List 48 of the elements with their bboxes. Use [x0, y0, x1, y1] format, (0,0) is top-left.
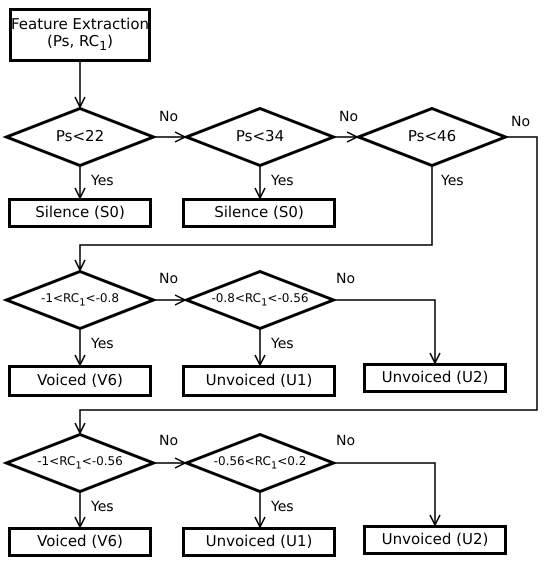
- arrow: [335, 462, 441, 526]
- process-box: [9, 8, 151, 62]
- step-text: Unvoiced (U2): [382, 531, 488, 549]
- arrow: [335, 131, 358, 143]
- step-text: Silence (S0): [35, 204, 125, 222]
- condition-text: -1<RC$_{1}$<-0.8: [41, 292, 119, 308]
- decision-diamond: [185, 107, 335, 167]
- condition-text: -0.56<RC$_{1}$<0.2: [214, 454, 306, 472]
- process-box: [363, 363, 507, 393]
- arrow: [74, 493, 86, 528]
- step-text: Feature Extraction: [10, 16, 150, 34]
- decision-diamond: [185, 433, 335, 493]
- decision-diamond: [5, 433, 155, 493]
- step-text: Voiced (V6): [37, 533, 123, 551]
- decision-diamond: [5, 107, 155, 167]
- process-box: [363, 525, 507, 555]
- arrow: [74, 167, 433, 271]
- arrow: [74, 330, 86, 366]
- process-box: [182, 527, 336, 557]
- arrow: [335, 299, 441, 364]
- step-text: Silence (S0): [214, 204, 304, 222]
- condition-text: Ps<22: [56, 128, 104, 146]
- process-box: [182, 365, 336, 397]
- arrow: [155, 294, 186, 306]
- condition-text: -1<RC$_{1}$<-0.56: [37, 454, 123, 472]
- step-text: Unvoiced (U2): [382, 369, 488, 387]
- process-box: [8, 365, 152, 397]
- condition-text: Ps<46: [408, 128, 456, 146]
- step-text: (Ps, RC$_{1}$): [47, 33, 113, 54]
- decision-diamond: [5, 270, 155, 330]
- arrow: [254, 493, 266, 528]
- step-text: Unvoiced (U1): [206, 533, 312, 551]
- process-box: [8, 198, 152, 228]
- step-text: Voiced (V6): [37, 372, 123, 390]
- arrow: [74, 167, 86, 199]
- process-box: [8, 527, 152, 557]
- decision-diamond: [357, 107, 507, 167]
- step-text: Unvoiced (U1): [206, 372, 312, 390]
- arrow: [74, 136, 538, 434]
- arrow: [155, 131, 186, 143]
- condition-text: -0.8<RC$_{1}$<-0.56: [211, 292, 309, 308]
- arrow: [254, 330, 266, 366]
- decision-diamond: [185, 270, 335, 330]
- condition-text: Ps<34: [236, 128, 284, 146]
- process-box: [182, 198, 336, 228]
- arrow: [155, 457, 186, 469]
- arrow: [74, 62, 86, 108]
- arrow: [254, 167, 266, 199]
